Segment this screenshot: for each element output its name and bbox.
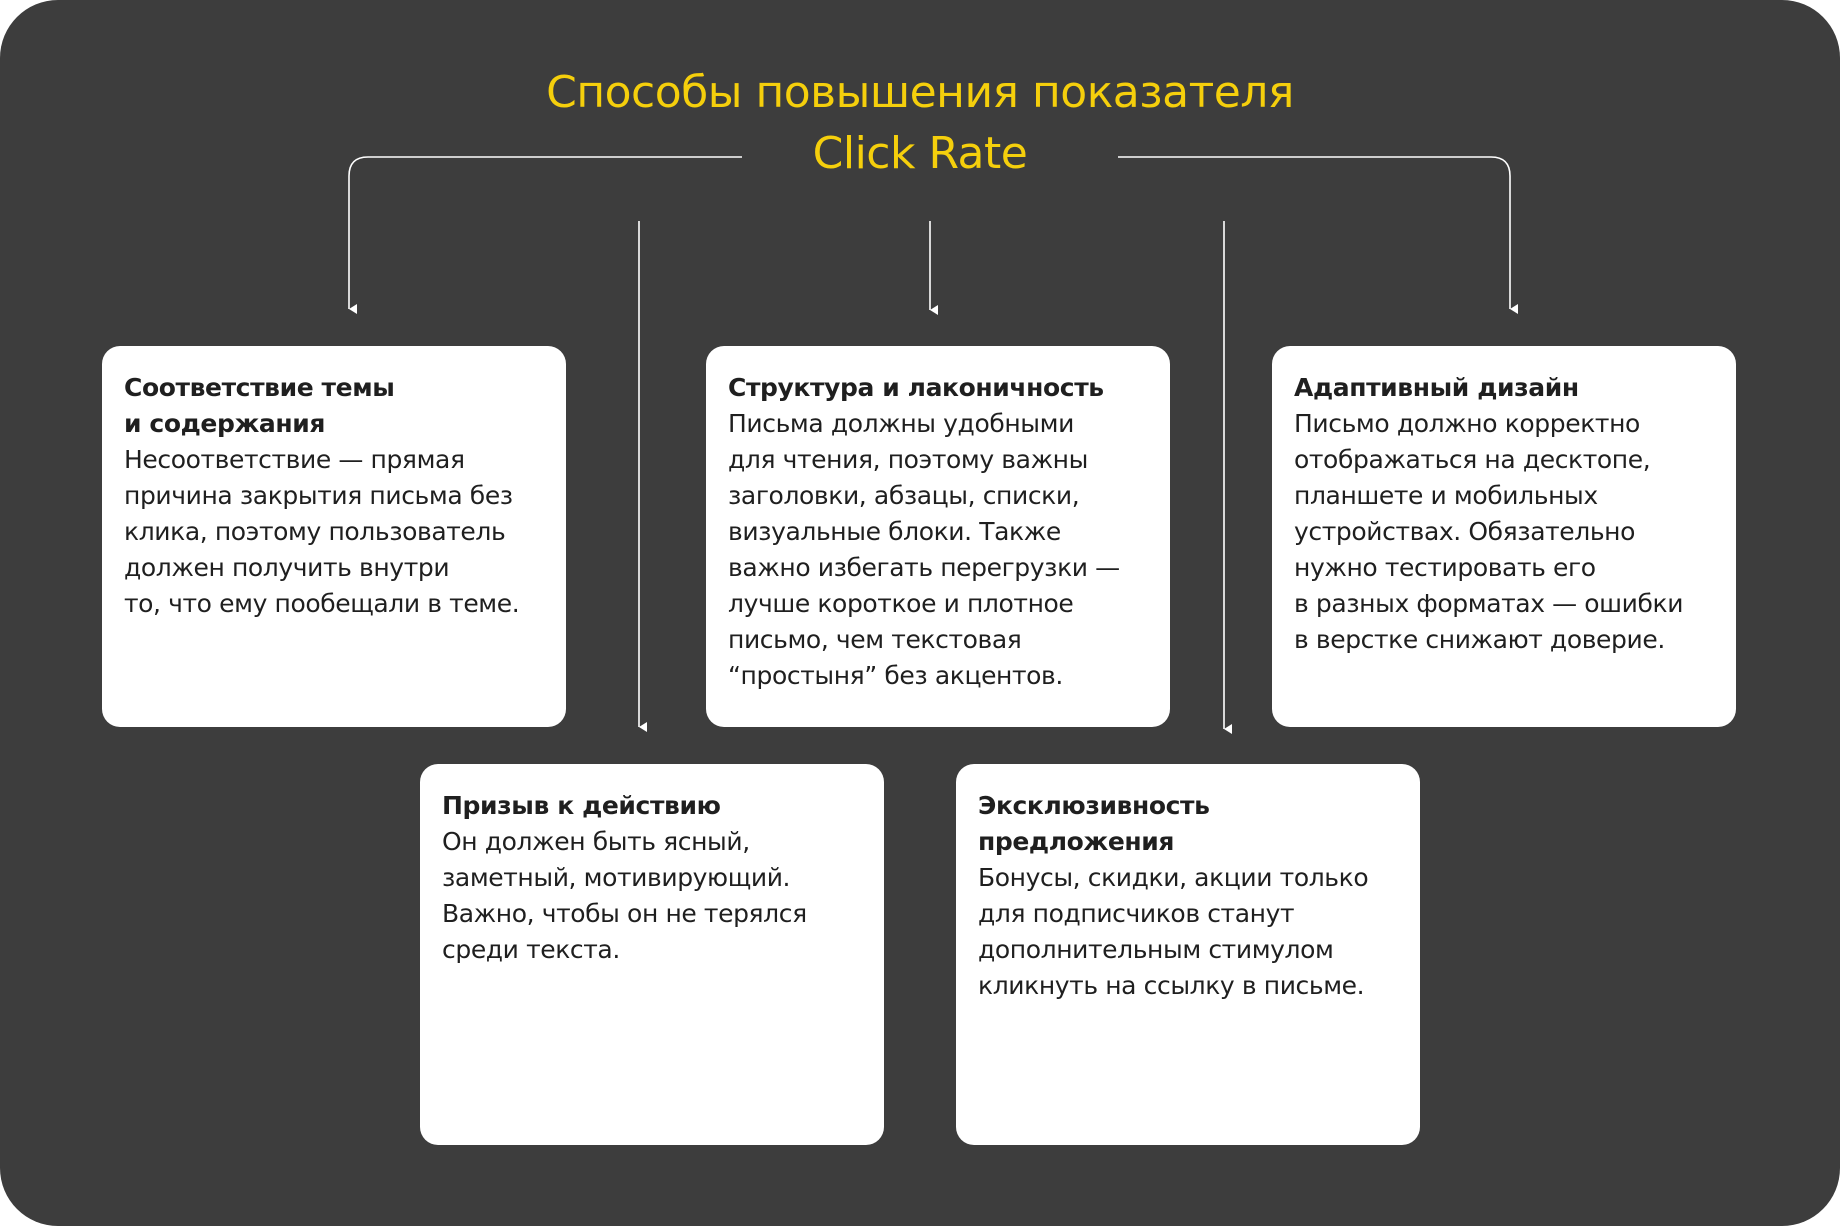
card-heading: Соответствие темы и содержания: [124, 373, 395, 438]
title-line-1: Способы повышения показателя: [546, 67, 1294, 118]
card-topic-match: Соответствие темы и содержания Несоответ…: [102, 346, 566, 727]
card-body: Письмо должно корректно отображаться на …: [1294, 409, 1684, 654]
card-heading: Адаптивный дизайн: [1294, 373, 1579, 402]
card-heading: Эксклюзивность предложения: [978, 791, 1210, 856]
card-adaptive-design: Адаптивный дизайн Письмо должно корректн…: [1272, 346, 1736, 727]
card-body: Несоответствие — прямая причина закрытия…: [124, 445, 520, 618]
card-heading: Структура и лаконичность: [728, 373, 1104, 402]
card-body: Письма должны удобными для чтения, поэто…: [728, 409, 1120, 690]
card-body: Бонусы, скидки, акции только для подписч…: [978, 863, 1369, 1000]
connector-right: [1118, 156, 1518, 314]
connector-left: [348, 156, 742, 314]
diagram-title: Способы повышения показателя Click Rate: [420, 62, 1420, 184]
card-heading: Призыв к действию: [442, 791, 721, 820]
card-body: Он должен быть ясный, заметный, мотивиру…: [442, 827, 807, 964]
title-line-2: Click Rate: [812, 128, 1028, 179]
card-exclusivity: Эксклюзивность предложения Бонусы, скидк…: [956, 764, 1420, 1145]
card-structure: Структура и лаконичность Письма должны у…: [706, 346, 1170, 727]
card-call-to-action: Призыв к действию Он должен быть ясный, …: [420, 764, 884, 1145]
